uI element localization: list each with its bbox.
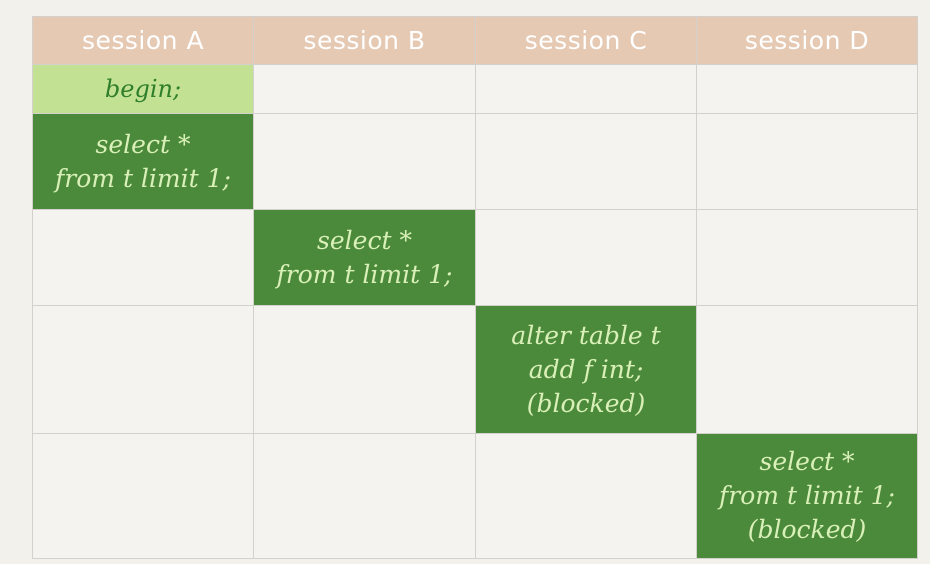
header-row: session A session B session C session D: [32, 16, 918, 65]
header-session-c: session C: [475, 16, 697, 65]
step-row-3: select * from t limit 1;: [32, 209, 918, 306]
empty-cell: [253, 433, 476, 559]
cell-a-select: select * from t limit 1;: [32, 113, 254, 210]
empty-cell: [253, 113, 476, 210]
step-text-b-select: select * from t limit 1;: [276, 225, 453, 289]
step-row-5: select * from t limit 1; (blocked): [32, 433, 918, 559]
empty-cell: [253, 64, 476, 114]
empty-cell: [32, 305, 254, 434]
cell-d-select: select * from t limit 1; (blocked): [696, 433, 918, 559]
empty-cell: [475, 209, 697, 306]
step-row-4: alter table t add f int; (blocked): [32, 305, 918, 434]
cell-a-begin: begin;: [32, 64, 254, 114]
header-session-d: session D: [696, 16, 918, 65]
step-text-c-alter: alter table t add f int; (blocked): [511, 320, 661, 418]
empty-cell: [696, 113, 918, 210]
empty-cell: [475, 113, 697, 210]
session-timeline-table: session A session B session C session D …: [32, 16, 918, 559]
step-text-d-select: select * from t limit 1; (blocked): [719, 447, 895, 544]
empty-cell: [696, 305, 918, 434]
step-row-2: select * from t limit 1;: [32, 113, 918, 210]
step-text-a-begin: begin;: [104, 75, 182, 103]
empty-cell: [253, 305, 476, 434]
cell-b-select: select * from t limit 1;: [253, 209, 476, 306]
cell-c-alter: alter table t add f int; (blocked): [475, 305, 697, 434]
empty-cell: [32, 433, 254, 559]
empty-cell: [696, 209, 918, 306]
empty-cell: [475, 433, 697, 559]
empty-cell: [696, 64, 918, 114]
step-text-a-select: select * from t limit 1;: [55, 129, 231, 193]
empty-cell: [475, 64, 697, 114]
step-row-1: begin;: [32, 64, 918, 114]
header-session-b: session B: [253, 16, 476, 65]
empty-cell: [32, 209, 254, 306]
header-session-a: session A: [32, 16, 254, 65]
